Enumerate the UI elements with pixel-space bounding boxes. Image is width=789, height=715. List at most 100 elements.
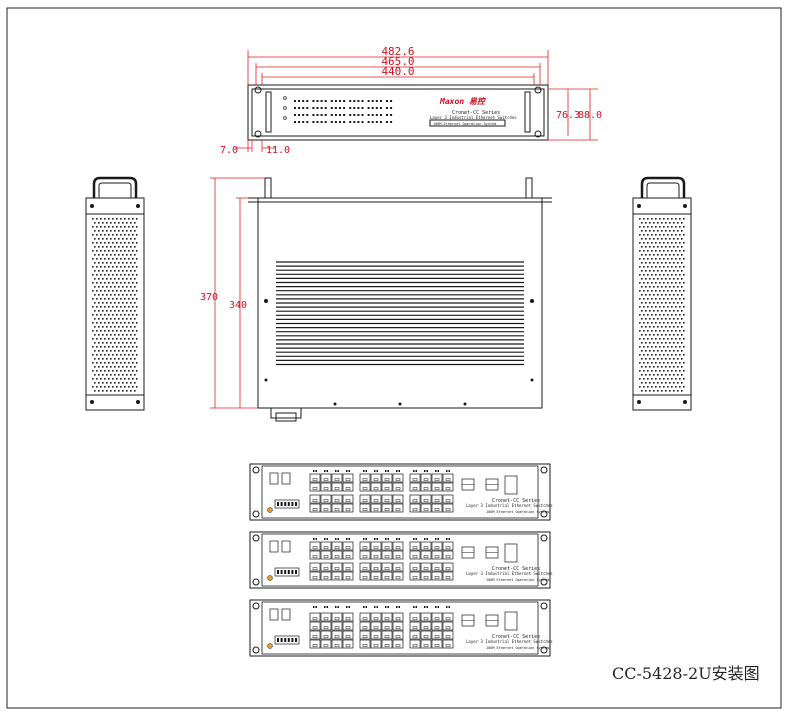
vent-hole — [98, 302, 100, 304]
vent-hole — [116, 306, 118, 308]
port-clip — [345, 546, 351, 550]
vent-hole — [667, 370, 669, 372]
port-led — [315, 538, 317, 540]
vent-hole — [110, 254, 112, 256]
ear-hole — [252, 534, 260, 542]
vent-hole — [671, 282, 673, 284]
port-clip — [445, 626, 451, 630]
vent-hole — [108, 274, 110, 276]
vent-hole — [116, 266, 118, 268]
port-led — [365, 470, 367, 472]
port — [442, 503, 454, 513]
vent-hole — [655, 258, 657, 260]
port — [320, 639, 332, 649]
vent-hole — [647, 290, 649, 292]
vent-hole — [124, 362, 126, 364]
port-clip — [445, 635, 451, 639]
vent-hole — [136, 290, 138, 292]
vent-hole — [96, 250, 98, 252]
vent-hole — [651, 282, 653, 284]
vent-hole — [134, 318, 136, 320]
port-clip — [312, 487, 318, 491]
vent-hole — [102, 262, 104, 264]
port-clip — [384, 626, 390, 630]
port — [392, 630, 404, 640]
vent-hole — [104, 218, 106, 220]
vent-hole — [639, 274, 641, 276]
vent-hole — [134, 230, 136, 232]
port — [342, 482, 354, 492]
vent-hole — [649, 350, 651, 352]
port-clip — [395, 626, 401, 630]
vent-hole — [663, 266, 665, 268]
vent-hole — [639, 314, 641, 316]
vent-hole — [122, 286, 124, 288]
port — [359, 473, 371, 483]
vent-hole — [681, 294, 683, 296]
vent-hole — [647, 274, 649, 276]
vent-hole — [136, 362, 138, 364]
vent-hole — [120, 226, 122, 228]
vent-hole — [643, 290, 645, 292]
vent-hole — [110, 382, 112, 384]
vent-hole — [128, 226, 130, 228]
port — [381, 482, 393, 492]
vent-hole — [102, 270, 104, 272]
port — [392, 494, 404, 504]
vent-hole — [649, 294, 651, 296]
vent-hole — [134, 294, 136, 296]
terminal-pin — [280, 570, 283, 574]
vent-hole — [639, 290, 641, 292]
vent-hole — [94, 390, 96, 392]
vent-hole — [106, 302, 108, 304]
vent-hole — [655, 322, 657, 324]
vent-hole — [128, 378, 130, 380]
port — [409, 630, 421, 640]
vent-hole — [130, 350, 132, 352]
vent-hole — [639, 362, 641, 364]
port — [420, 639, 432, 649]
vent-hole — [124, 250, 126, 252]
vent-hole — [669, 262, 671, 264]
vent-hole — [681, 366, 683, 368]
port-led — [446, 470, 448, 472]
combo-port — [504, 475, 518, 495]
vent-hole — [102, 326, 104, 328]
vent-hole — [639, 322, 641, 324]
side-screw — [136, 204, 140, 208]
port-led — [353, 121, 356, 123]
vent-hole — [639, 370, 641, 372]
port-led — [390, 107, 393, 109]
vent-hole — [671, 274, 673, 276]
vent-hole — [118, 286, 120, 288]
vent-hole — [677, 270, 679, 272]
vent-hole — [130, 310, 132, 312]
port — [409, 473, 421, 483]
port — [392, 503, 404, 513]
vent-hole — [120, 298, 122, 300]
vent-hole — [667, 218, 669, 220]
vent-hole — [122, 334, 124, 336]
side-screw — [683, 204, 687, 208]
port — [320, 612, 332, 622]
vent-hole — [106, 358, 108, 360]
port-led — [315, 470, 317, 472]
vent-hole — [659, 346, 661, 348]
vent-hole — [120, 314, 122, 316]
vent-hole — [96, 386, 98, 388]
vent-hole — [112, 282, 114, 284]
port-clip — [423, 478, 429, 482]
port-led — [346, 606, 348, 608]
terminal-pin — [280, 502, 283, 506]
vent-hole — [104, 290, 106, 292]
vent-hole — [683, 282, 685, 284]
port — [359, 503, 371, 513]
port-led — [367, 100, 370, 102]
vent-hole — [679, 234, 681, 236]
vent-hole — [118, 334, 120, 336]
port-led — [446, 538, 448, 540]
port-led — [357, 107, 360, 109]
port-clip — [373, 508, 379, 512]
port-led — [335, 606, 337, 608]
vent-hole — [649, 374, 651, 376]
